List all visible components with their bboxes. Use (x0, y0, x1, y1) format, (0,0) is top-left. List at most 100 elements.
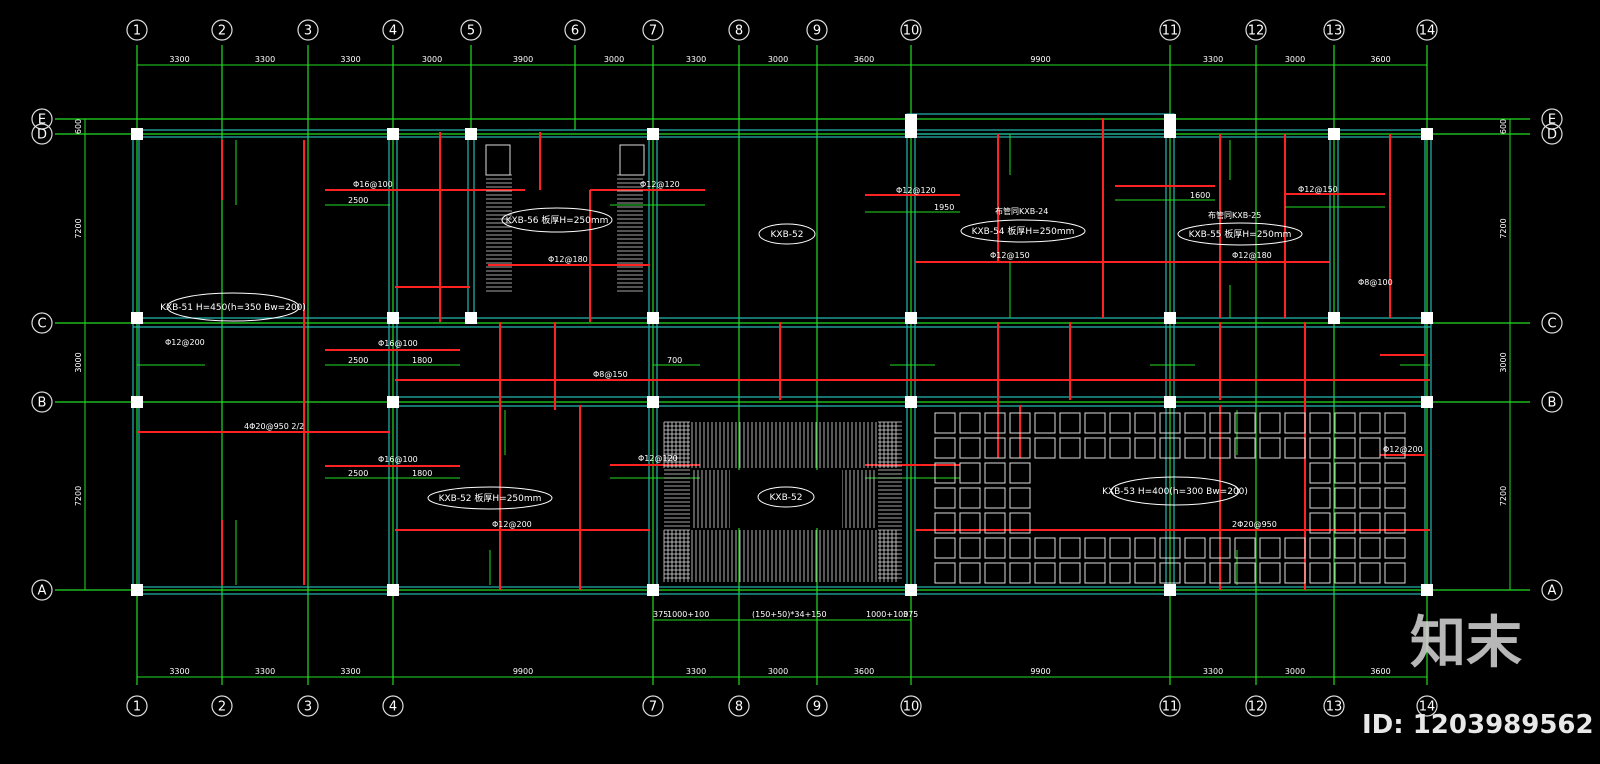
rebar-label: Φ8@150 (593, 370, 628, 379)
beam-outlines (132, 113, 1432, 595)
rebar-label: Φ12@150 (1298, 185, 1338, 194)
rebar-label: Φ12@180 (1232, 251, 1272, 260)
dim-text: 2500 (348, 356, 368, 365)
dim-left-text: 3000 (74, 352, 83, 372)
axis-bubble-11-label: 11 (1162, 700, 1179, 715)
dim-bottom-text: 3300 (686, 667, 706, 676)
axis-bubble-10-label: 10 (903, 24, 920, 39)
note-375a: 375 (653, 610, 668, 619)
dim-bottom-text: 3300 (169, 667, 189, 676)
axis-bubble-8-label: 8 (735, 700, 743, 715)
tag-kxb52-mid: KXB-52 (770, 493, 803, 503)
axis-bubble-11-label: 11 (1162, 24, 1179, 39)
axis-bubble-9-circle (806, 695, 828, 717)
rebar-label: 2Φ20@950 (1232, 520, 1277, 529)
tag-kxb51: KXB-51 H=450(h=350 Bw=200) (160, 303, 306, 313)
note-1000b: 1000+100 (866, 610, 908, 619)
axis-bubble-1-label: 1 (133, 24, 141, 39)
rebar-label: 4Φ20@950 2/2 (244, 422, 304, 431)
hatch-center (663, 421, 902, 582)
dim-top-text: 3000 (604, 55, 624, 64)
axis-bubble-4-circle (382, 695, 404, 717)
rebar-label: Φ12@200 (1383, 445, 1423, 454)
axis-bubble-8-circle (728, 695, 750, 717)
axis-bubble-13-circle (1323, 695, 1345, 717)
axis-bubble-10-circle (900, 695, 922, 717)
dim-bottom-text: 3000 (768, 667, 788, 676)
axis-bubble-13-circle (1323, 19, 1345, 41)
watermark-logo: 知末 (1410, 611, 1522, 676)
columns (131, 114, 1433, 596)
axis-bubble-7-label: 7 (649, 24, 657, 39)
dim-left-text: 600 (74, 119, 83, 134)
dim-text: 1800 (412, 469, 432, 478)
axis-bubble-4-label: 4 (389, 700, 397, 715)
dim-top-text: 3300 (340, 55, 360, 64)
axis-bubble-6-circle (564, 19, 586, 41)
axis-bubble-12-label: 12 (1248, 24, 1265, 39)
hatch-stair-top (485, 144, 645, 292)
dim-bottom-text: 3300 (1203, 667, 1223, 676)
axis-bubble-B-label: B (1548, 396, 1557, 411)
dim-text: 700 (667, 356, 682, 365)
axis-bubble-9-circle (806, 19, 828, 41)
axis-bubble-5-label: 5 (467, 24, 475, 39)
note-1000a: 1000+100 (667, 610, 709, 619)
axis-bubble-7-label: 7 (649, 700, 657, 715)
axis-bubble-E-label: E (38, 113, 46, 128)
rebar-label: Φ8@100 (1358, 278, 1393, 287)
axis-bubble-14-circle (1416, 19, 1438, 41)
tag-kxb52-top: KXB-52 (771, 230, 804, 240)
dim-text: 1600 (1190, 191, 1210, 200)
axis-bubble-11-circle (1159, 695, 1181, 717)
dim-right-text: 3000 (1499, 352, 1508, 372)
dim-top-text: 3000 (1285, 55, 1305, 64)
axis-bubble-2-label: 2 (218, 24, 226, 39)
axis-bubble-D-label: D (37, 128, 47, 143)
axis-bubble-9-label: 9 (813, 24, 821, 39)
rebar-label: Φ12@180 (548, 255, 588, 264)
dim-top-text: 3000 (768, 55, 788, 64)
axis-bubble-3-label: 3 (304, 24, 312, 39)
rebar-label: Φ16@100 (353, 180, 393, 189)
axis-bubble-13-label: 13 (1326, 24, 1343, 39)
cell-grid (934, 412, 1406, 584)
dim-right-text: 7200 (1499, 218, 1508, 238)
axis-bubble-1-circle (126, 19, 148, 41)
axis-bubble-B-label: B (38, 396, 47, 411)
note-kxb25: 布管同KXB-25 (1208, 210, 1261, 220)
dim-text: 1950 (934, 203, 954, 212)
axis-bubble-5-circle (460, 19, 482, 41)
note-bottom-dim: (150+50)*34+150 (752, 610, 827, 619)
rebar-label: Φ12@200 (492, 520, 532, 529)
dim-top-text: 3300 (1203, 55, 1223, 64)
axis-bubble-13-label: 13 (1326, 700, 1343, 715)
note-375b: 375 (903, 610, 918, 619)
dim-top-text: 3300 (169, 55, 189, 64)
dim-top-text: 9900 (1030, 55, 1050, 64)
axis-bubble-A-circle (31, 579, 53, 601)
axis-bubble-9-label: 9 (813, 700, 821, 715)
dim-text: 1800 (412, 356, 432, 365)
axis-bubble-6-label: 6 (571, 24, 579, 39)
axis-bubble-E-circle (1541, 108, 1563, 130)
axis-bubble-D-label: D (1547, 128, 1557, 143)
dim-top-text: 3900 (513, 55, 533, 64)
dim-left-text: 7200 (74, 486, 83, 506)
axis-bubble-12-label: 12 (1248, 700, 1265, 715)
rebar-label: Φ16@100 (378, 339, 418, 348)
axis-bubble-12-circle (1245, 19, 1267, 41)
axis-bubble-E-circle (31, 108, 53, 130)
note-kxb24: 布管同KXB-24 (995, 206, 1048, 216)
axis-bubble-1-label: 1 (133, 700, 141, 715)
dim-top-text: 3600 (1370, 55, 1390, 64)
dim-bottom-text: 3000 (1285, 667, 1305, 676)
dim-bottom-text: 3600 (1370, 667, 1390, 676)
axis-bubble-C-label: C (37, 317, 46, 332)
